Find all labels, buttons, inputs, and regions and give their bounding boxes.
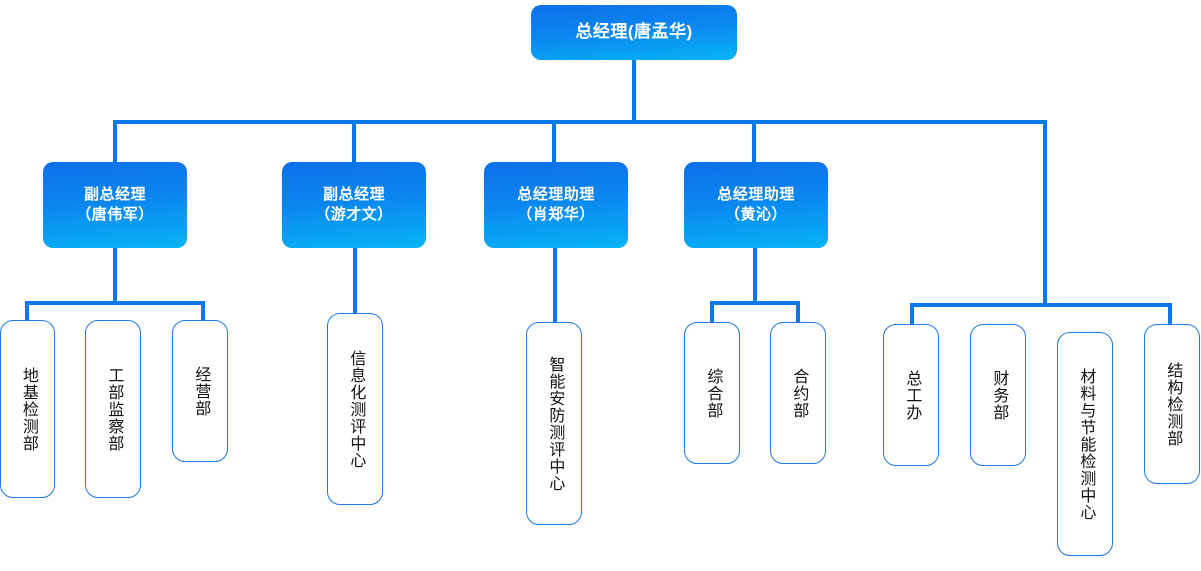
node-dept-heyue-label: 合约部 [790,367,808,419]
connector-level2-bus [113,120,1047,124]
connector-bus-group-d [710,301,800,305]
node-dept-jingying[interactable]: 经营部 [172,320,228,462]
node-dept-jiegoujiance-label: 结构检测部 [1164,361,1182,447]
node-general-manager-line1: 总经理(唐孟华) [575,22,693,42]
node-dept-zhineng-anfang[interactable]: 智能安防测评中心 [526,322,582,525]
node-dept-zhineng-anfang-label: 智能安防测评中心 [546,355,564,492]
connector-stem-group-b [353,248,357,314]
node-gm-assistant-huangqin-person: （黄沁） [724,206,787,223]
connector-drop-deputy-gm-tangweijun [113,120,117,162]
node-dept-zonggongban[interactable]: 总工办 [883,324,939,466]
connector-drop-dept-zonggongban [910,303,914,325]
connector-bus-group-e [910,303,1172,307]
node-dept-cailiao-jieneng[interactable]: 材料与节能检测中心 [1057,332,1113,556]
connector-stem-group-a [113,248,117,305]
node-dept-caiwu-label: 财务部 [990,369,1008,421]
connector-drop-dept-jiegoujiance [1168,303,1172,325]
connector-drop-dept-jingying [201,301,205,321]
node-deputy-gm-youcaiwen-title: 副总经理 [322,185,385,203]
node-dept-gongbujiancha[interactable]: 工部监察部 [85,320,141,498]
connector-drop-dept-dijijiance [25,301,29,321]
connector-drop-deputy-gm-youcaiwen [352,120,356,162]
node-dept-dijijiance-label: 地基检测部 [19,366,37,452]
connector-drop-right-branch [1043,120,1047,307]
connector-bus-group-a [25,301,205,305]
node-dept-heyue[interactable]: 合约部 [770,322,826,464]
node-deputy-gm-tangweijun-title: 副总经理 [83,185,146,203]
node-dept-xinxihua-ceping-label: 信息化测评中心 [347,349,365,469]
node-dept-zonghe-label: 综合部 [704,367,722,419]
node-dept-zonggongban-label: 总工办 [903,369,921,421]
node-deputy-gm-tangweijun[interactable]: 副总经理 （唐伟军） [43,162,187,248]
node-gm-assistant-huangqin[interactable]: 总经理助理 （黄沁） [684,162,828,248]
connector-drop-dept-zonghe [710,301,714,323]
connector-drop-gm-assistant-xiaozhenghua [552,120,556,162]
node-dept-xinxihua-ceping[interactable]: 信息化测评中心 [327,313,383,505]
node-general-manager[interactable]: 总经理(唐孟华) [531,5,737,60]
node-dept-caiwu[interactable]: 财务部 [970,324,1026,466]
node-gm-assistant-xiaozhenghua[interactable]: 总经理助理 （肖郑华） [484,162,628,248]
connector-drop-gm-assistant-huangqin [752,120,756,162]
node-dept-gongbujiancha-label: 工部监察部 [105,366,123,452]
node-dept-jiegoujiance[interactable]: 结构检测部 [1144,324,1200,484]
connector-drop-dept-heyue [796,301,800,323]
node-deputy-gm-tangweijun-person: （唐伟军） [76,206,154,223]
connector-stem-group-c [553,248,557,324]
node-dept-jingying-label: 经营部 [192,365,210,417]
connector-gm-stem [632,58,636,124]
node-deputy-gm-youcaiwen-person: （游才文） [315,206,393,223]
node-dept-cailiao-jieneng-label: 材料与节能检测中心 [1077,367,1095,521]
node-deputy-gm-youcaiwen[interactable]: 副总经理 （游才文） [282,162,426,248]
connector-stem-group-d [753,248,757,305]
node-dept-zonghe[interactable]: 综合部 [684,322,740,464]
node-dept-dijijiance[interactable]: 地基检测部 [0,320,55,498]
node-gm-assistant-xiaozhenghua-title: 总经理助理 [517,185,595,203]
node-gm-assistant-huangqin-title: 总经理助理 [717,185,795,203]
node-gm-assistant-xiaozhenghua-person: （肖郑华） [517,206,595,223]
